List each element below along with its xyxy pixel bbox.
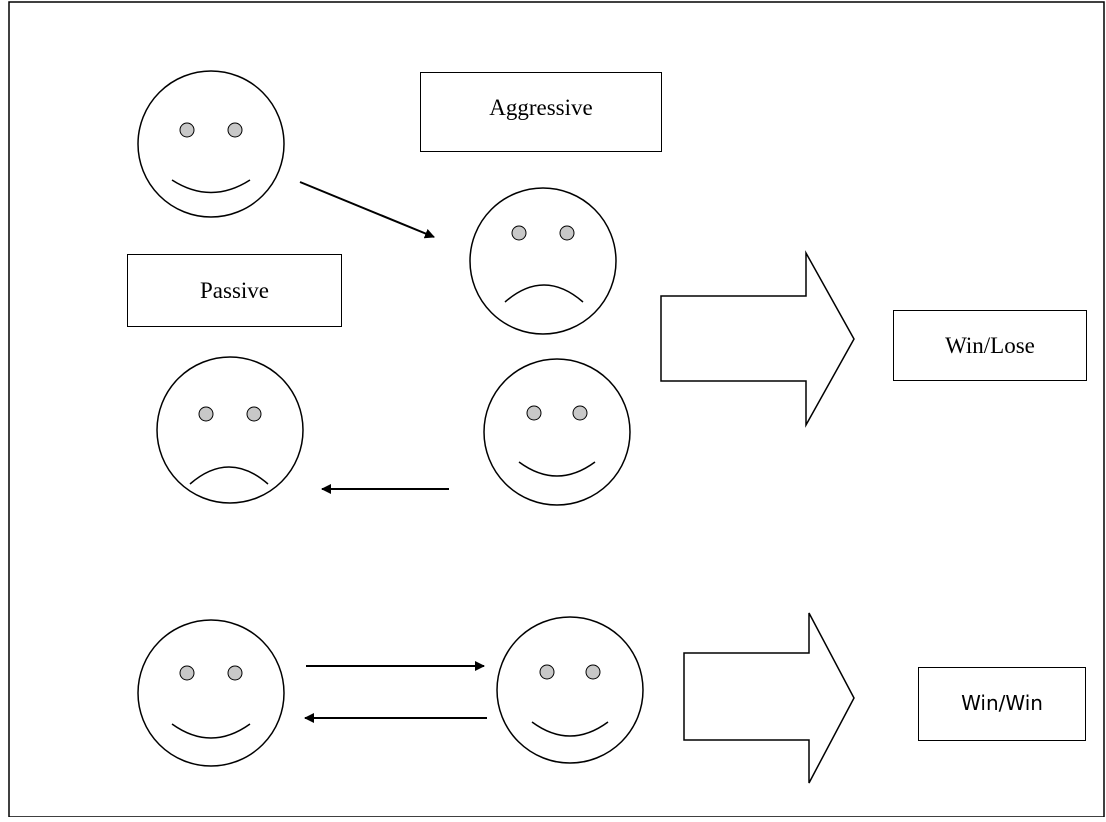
block-arrow-win-lose (660, 250, 855, 428)
label-win-win-text: Win/Win (961, 691, 1043, 715)
label-passive: Passive (127, 254, 342, 327)
label-win-lose-text: Win/Lose (945, 332, 1035, 358)
face-passive (156, 356, 304, 504)
face-win-win-left (137, 619, 285, 767)
label-passive-text: Passive (200, 277, 269, 303)
arrow-aggression (299, 181, 435, 239)
label-win-win: Win/Win (918, 667, 1086, 741)
label-win-lose: Win/Lose (893, 310, 1087, 381)
label-aggressive-text: Aggressive (489, 95, 593, 120)
label-aggressive: Aggressive (420, 72, 662, 152)
face-aggressor (137, 70, 285, 218)
face-aggressive-target (469, 187, 617, 335)
block-arrow-win-win (683, 612, 855, 784)
face-passive-other (483, 358, 631, 506)
face-win-win-right (496, 616, 644, 764)
